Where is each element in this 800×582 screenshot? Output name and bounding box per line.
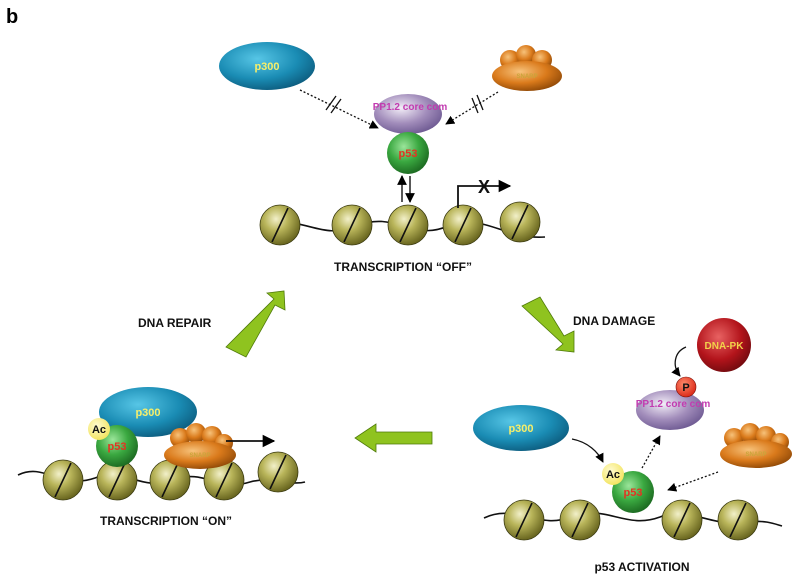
- inhibit-bar: [330, 98, 342, 114]
- caption-dna-damage: DNA DAMAGE: [573, 314, 655, 328]
- acetyl-label: Ac: [606, 469, 620, 481]
- phospho-label: P: [682, 382, 689, 394]
- nucleosome: [661, 499, 703, 541]
- green-arrow-dna-repair: [225, 290, 286, 358]
- acetyl-badge: Ac: [602, 463, 624, 485]
- pr2-label: PP1.2 core com: [373, 102, 448, 113]
- green-arrow-dna-damage: [521, 296, 575, 353]
- snf-complex-on: SNARP: [164, 423, 236, 469]
- p300-activation: p300: [473, 405, 569, 451]
- snf-complex-activation: SNARP: [720, 423, 792, 468]
- inhibit-bar: [471, 97, 479, 114]
- snf-label: SNARP: [189, 453, 210, 459]
- pr2-label: PP1.2 core com: [636, 399, 711, 410]
- snf-complex-top: SNARP: [492, 45, 562, 91]
- nucleosome: [387, 204, 429, 246]
- snf-label: SNARP: [516, 74, 537, 80]
- p300-label: p300: [508, 423, 533, 435]
- nucleosome: [331, 204, 373, 246]
- nucleosome: [499, 201, 541, 243]
- nucleosome: [559, 499, 601, 541]
- nucleosome: [42, 459, 84, 501]
- activation-state: p53 Ac p300 PP1.2 core com P DNA-PK: [473, 318, 792, 574]
- caption-transcription-off: TRANSCRIPTION “OFF”: [334, 260, 472, 274]
- transcription-start-arrow: [457, 179, 512, 208]
- dna-pk: DNA-PK: [697, 318, 751, 372]
- dna-pk-phosphorylation-arrow: [671, 346, 687, 377]
- p300-top: p300: [219, 42, 315, 90]
- p53-label: p53: [399, 148, 418, 160]
- nucleosome: [442, 204, 484, 246]
- p300-to-p53-arrow: [571, 438, 604, 463]
- nucleosome: [149, 459, 191, 501]
- p53-top: p53: [387, 132, 429, 174]
- block-x-mark: X: [478, 177, 490, 197]
- nucleosome: [257, 451, 299, 493]
- acetyl-badge: Ac: [88, 418, 110, 440]
- nucleosome: [503, 499, 545, 541]
- phospho-badge: P: [675, 376, 697, 398]
- caption-dna-repair: DNA REPAIR: [138, 316, 212, 330]
- p300-label: p300: [135, 407, 160, 419]
- caption-p53-activation: p53 ACTIVATION: [594, 560, 689, 574]
- snf-inhibited-arrow: [445, 91, 499, 125]
- nucleosome: [259, 204, 301, 246]
- p300-label: p300: [254, 61, 279, 73]
- inhibit-bar: [325, 95, 337, 111]
- caption-transcription-on: TRANSCRIPTION “ON”: [100, 514, 232, 528]
- green-arrow-to-on: [354, 423, 433, 453]
- pr2-core-complex-activation: PP1.2 core com: [636, 390, 711, 430]
- inhibit-bar: [476, 94, 484, 111]
- snf-label: SNARP: [745, 452, 766, 458]
- dna-pk-label: DNA-PK: [705, 341, 745, 352]
- on-state: p300 p53 Ac SNARP TRANSCRIPTION “ON”: [17, 387, 306, 528]
- p300-inhibited-arrow: [299, 89, 379, 129]
- acetyl-label: Ac: [92, 424, 106, 436]
- top-state: X p300 SNARP PP1.2 core com: [219, 42, 562, 274]
- p53-to-pr2-dotted-arrow: [641, 435, 661, 469]
- p53-activation: p53: [612, 471, 654, 513]
- nucleosome: [717, 499, 759, 541]
- p53-label: p53: [624, 487, 643, 499]
- panel-label: b: [6, 6, 18, 28]
- snf-to-p53-dotted-arrow: [667, 471, 719, 492]
- p300-on: p300: [99, 387, 197, 437]
- pr2-core-complex-top: PP1.2 core com: [373, 94, 448, 134]
- p53-label: p53: [108, 441, 127, 453]
